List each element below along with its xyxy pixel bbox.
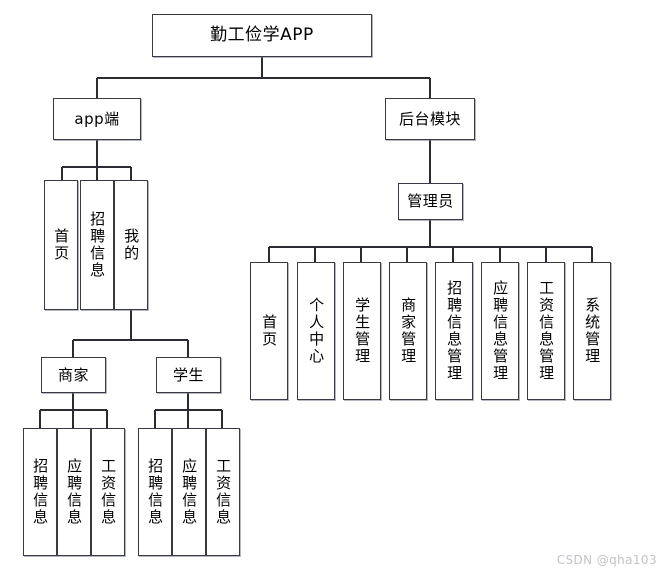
node-student[interactable]: 学生 <box>156 357 221 393</box>
node-admin-child-shouye[interactable]: 首页 <box>250 262 288 400</box>
node-merchant-child-yingpinxinxi[interactable]: 应聘信息 <box>57 428 91 556</box>
node-merchant-child-gongzixinxi[interactable]: 工资信息 <box>91 428 125 556</box>
node-label: 工资信息管理 <box>537 280 556 382</box>
node-root-label: 勤工俭学APP <box>210 25 314 46</box>
node-label: 招聘信息 <box>146 458 165 526</box>
node-label: 管理员 <box>407 192 454 211</box>
watermark: CSDN @qha103 <box>556 553 657 567</box>
node-merchant[interactable]: 商家 <box>41 357 106 393</box>
node-student-child-yingpinxinxi[interactable]: 应聘信息 <box>172 428 206 556</box>
node-label: 商家 <box>57 365 89 384</box>
node-merchant-child-zhaopinxinxi[interactable]: 招聘信息 <box>23 428 57 556</box>
node-admin[interactable]: 管理员 <box>398 183 463 220</box>
node-app-child-zhaopinxinxi[interactable]: 招聘信息 <box>80 180 114 310</box>
node-label: 招聘信息 <box>88 211 107 279</box>
node-admin-child-shangjiaguanli[interactable]: 商家管理 <box>389 262 427 400</box>
node-label: 系统管理 <box>583 297 602 365</box>
node-admin-child-xitongguanli[interactable]: 系统管理 <box>573 262 611 400</box>
node-app-child-wode[interactable]: 我的 <box>114 180 148 310</box>
node-student-child-gongzixinxi[interactable]: 工资信息 <box>206 428 240 556</box>
node-label: 工资信息 <box>99 458 118 526</box>
node-label: 我的 <box>122 228 141 262</box>
node-label: 学生管理 <box>353 297 372 365</box>
node-label: 个人中心 <box>307 297 326 365</box>
node-label: 应聘信息 <box>180 458 199 526</box>
node-label: 商家管理 <box>399 297 418 365</box>
node-label: 工资信息 <box>214 458 233 526</box>
node-app[interactable]: app端 <box>53 98 141 140</box>
node-admin-child-xueshengguanli[interactable]: 学生管理 <box>343 262 381 400</box>
node-label: 招聘信息管理 <box>445 280 464 382</box>
node-app-label: app端 <box>74 109 120 128</box>
node-admin-child-gongzixinxiguanli[interactable]: 工资信息管理 <box>527 262 565 400</box>
node-label: 应聘信息 <box>65 458 84 526</box>
node-label: 首页 <box>260 314 279 348</box>
node-label: 招聘信息 <box>31 458 50 526</box>
node-label: 应聘信息管理 <box>491 280 510 382</box>
node-label: 学生 <box>172 365 204 384</box>
node-label: 首页 <box>52 228 71 262</box>
node-admin-child-yingpinxinxiguanli[interactable]: 应聘信息管理 <box>481 262 519 400</box>
node-backend-label: 后台模块 <box>398 109 461 128</box>
node-admin-child-gerenzhongxin[interactable]: 个人中心 <box>297 262 335 400</box>
node-student-child-zhaopinxinxi[interactable]: 招聘信息 <box>138 428 172 556</box>
node-admin-child-zhaopinxinxiguanli[interactable]: 招聘信息管理 <box>435 262 473 400</box>
node-root[interactable]: 勤工俭学APP <box>152 14 372 57</box>
node-app-child-shouye[interactable]: 首页 <box>44 180 78 310</box>
node-backend[interactable]: 后台模块 <box>385 98 475 140</box>
